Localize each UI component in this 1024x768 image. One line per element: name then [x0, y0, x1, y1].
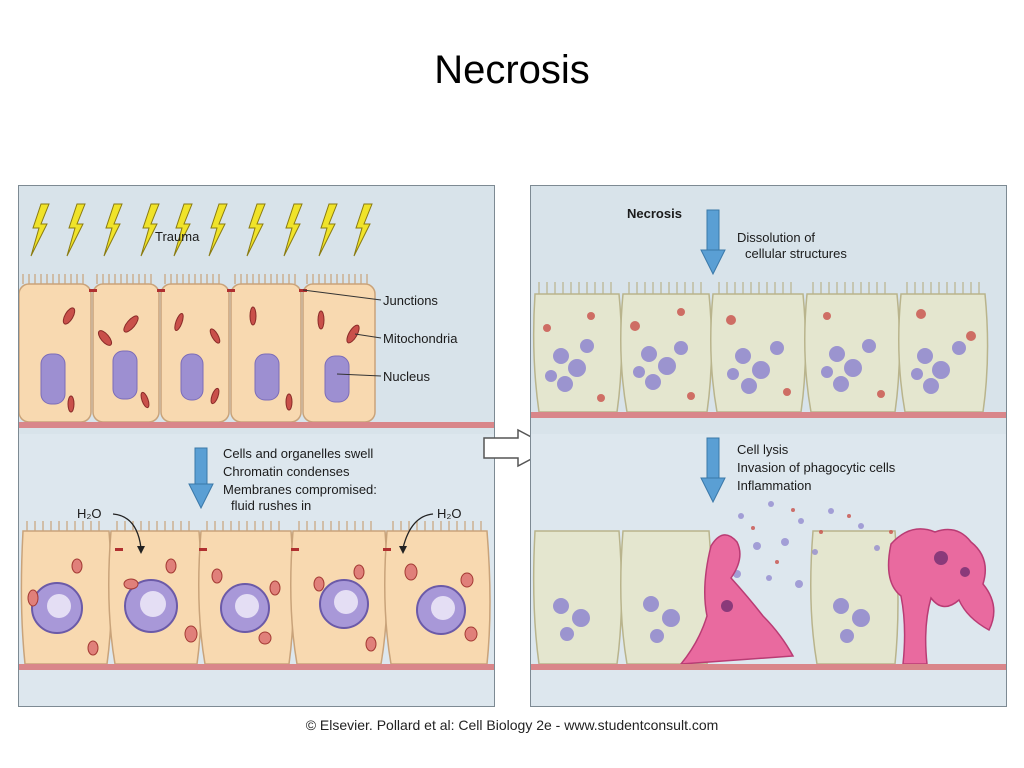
step-line-3: Membranes compromised:	[223, 482, 377, 497]
trauma-lightning-icons	[30, 203, 373, 257]
water-label-right: H₂O	[437, 506, 462, 521]
step-line-2: Chromatin condenses	[223, 464, 350, 479]
mitochondria-label: Mitochondria	[383, 331, 458, 346]
phagocyte-shapes	[679, 528, 995, 665]
lysis-line-2: Invasion of phagocytic cells	[737, 460, 896, 475]
dissolution-line-1: Dissolution of	[737, 230, 816, 245]
dissolution-line-2: cellular structures	[745, 246, 847, 261]
nucleus-shapes	[40, 350, 350, 405]
down-arrow-icon	[188, 447, 214, 510]
step-line-4: fluid rushes in	[231, 498, 312, 513]
step-line-1: Cells and organelles swell	[223, 446, 374, 461]
down-arrow-icon	[706, 209, 720, 251]
lysis-line-3: Inflammation	[737, 478, 812, 493]
right-panel-illustration	[531, 209, 1006, 706]
left-panel-swelling: Trauma Junctions Mitochondria Nucleus Ce…	[18, 185, 495, 707]
nucleus-label: Nucleus	[383, 369, 430, 384]
water-label-left: H₂O	[77, 506, 102, 521]
copyright-caption: © Elsevier. Pollard et al: Cell Biology …	[305, 717, 719, 733]
junctions-label: Junctions	[383, 293, 438, 308]
right-panel-necrosis: Necrosis Dissolution of cellular structu…	[530, 185, 1007, 707]
top-cell-row	[19, 283, 376, 423]
left-panel-illustration	[19, 203, 494, 706]
necrosis-label: Necrosis	[627, 206, 682, 221]
trauma-label: Trauma	[155, 229, 200, 244]
mitochondria-shapes	[62, 306, 360, 413]
slide-title: Necrosis	[434, 48, 590, 92]
lysis-line-1: Cell lysis	[737, 442, 789, 457]
